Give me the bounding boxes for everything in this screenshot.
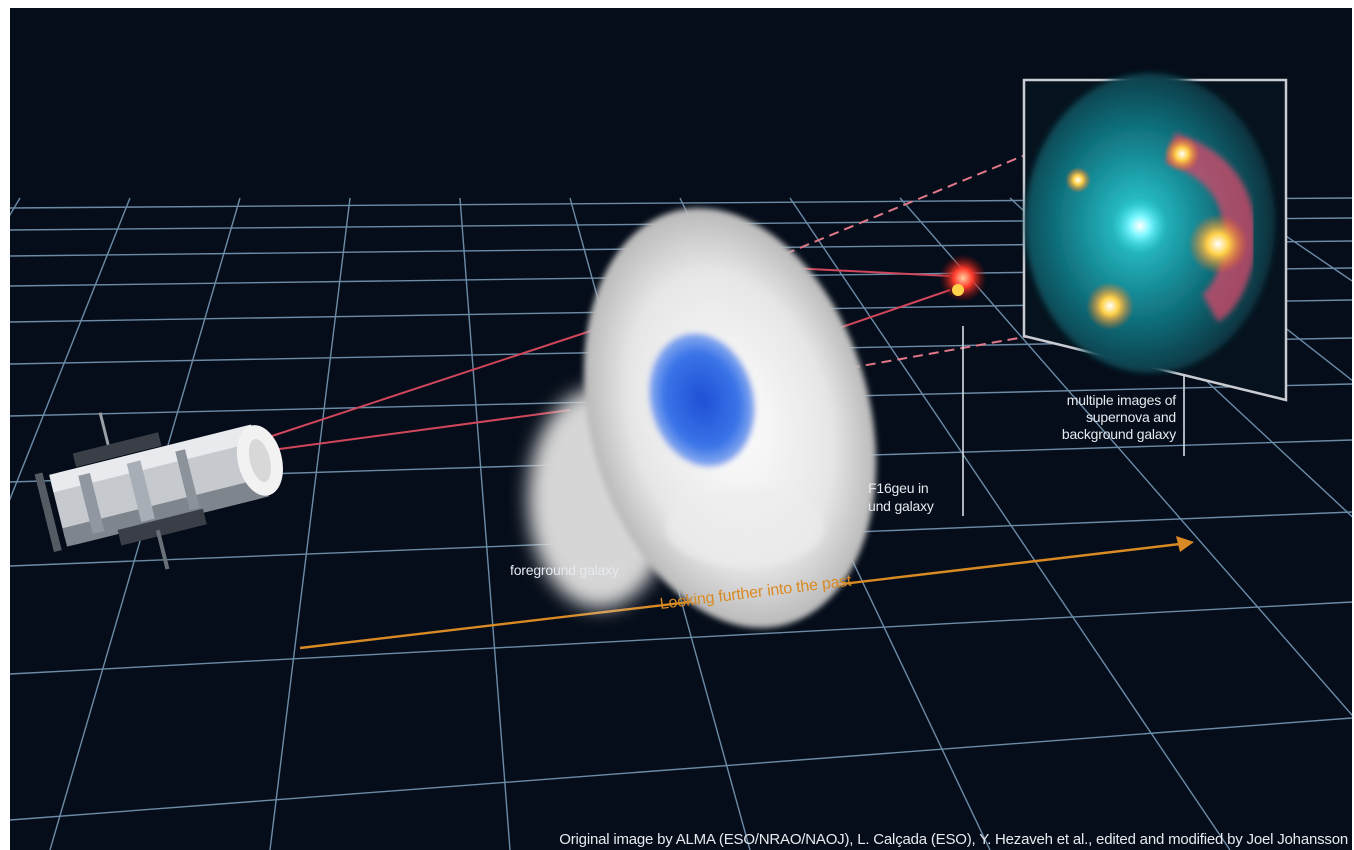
foreground-galaxy-lens — [528, 208, 877, 628]
supernova-label-line2: und galaxy — [868, 498, 934, 514]
gravitational-lens-dish-icon — [528, 208, 877, 628]
multiple-images-label-line1: multiple images of — [1066, 392, 1176, 408]
foreground-galaxy-label: foreground galaxy — [510, 562, 619, 578]
lensed-images-inset — [1022, 73, 1288, 402]
hubble-telescope-icon — [34, 412, 283, 570]
supernova-label-line1: F16geu in — [868, 480, 929, 496]
image-credit-caption: Original image by ALMA (ESO/NRAO/NAOJ), … — [559, 831, 1348, 848]
scene-graphics — [10, 73, 1352, 850]
multiple-images-label-line3: background galaxy — [1061, 426, 1176, 442]
multiple-images-label-line2: supernova and — [1085, 409, 1176, 425]
lensing-illustration: F16geu in und galaxy multiple images of … — [10, 8, 1352, 850]
multiple-images-label: multiple images of supernova and backgro… — [1004, 392, 1176, 443]
supernova-source — [939, 254, 987, 302]
